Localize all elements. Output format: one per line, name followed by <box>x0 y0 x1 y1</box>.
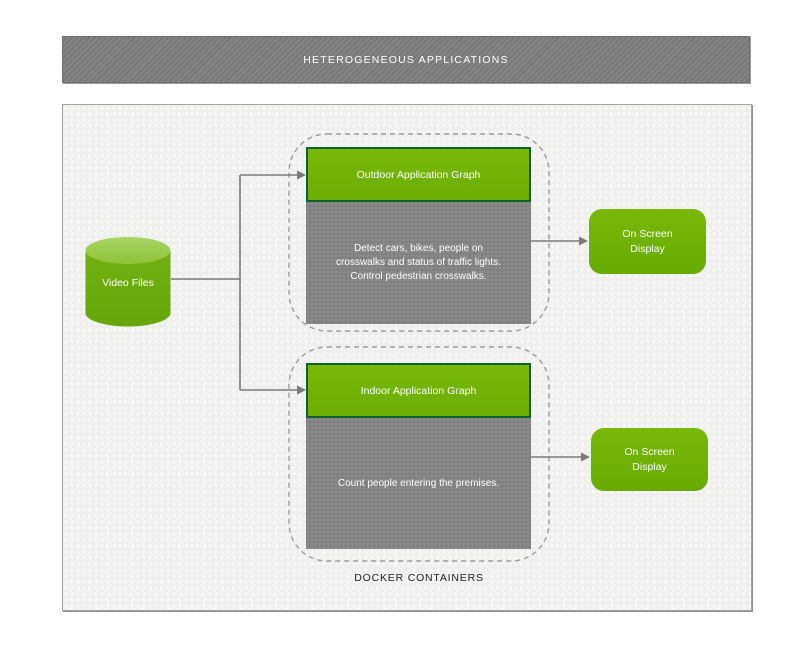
outdoor-app-header: Outdoor Application Graph <box>306 147 531 202</box>
arrowhead-to-osd-indoor <box>581 452 590 462</box>
diagram-panel: Video Files Outdoor Application Graph De… <box>62 104 752 611</box>
title-bar: HETEROGENEOUS APPLICATIONS <box>62 36 750 83</box>
outdoor-app-description: Detect cars, bikes, people on crosswalks… <box>306 202 531 324</box>
indoor-desc-line: Count people entering the premises. <box>337 477 500 489</box>
outdoor-desc-line: crosswalks and status of traffic lights. <box>336 257 501 268</box>
osd-outdoor-label: On Screen Display <box>622 227 673 255</box>
arrowhead-to-osd-outdoor <box>579 236 588 246</box>
outdoor-app-title: Outdoor Application Graph <box>356 168 481 181</box>
osd-node-outdoor: On Screen Display <box>589 209 706 274</box>
outdoor-desc-line: Detect cars, bikes, people on <box>354 243 483 254</box>
indoor-app-title: Indoor Application Graph <box>360 384 477 397</box>
indoor-app-card: Indoor Application Graph Count people en… <box>306 363 531 549</box>
indoor-app-description: Count people entering the premises. <box>306 418 531 549</box>
outdoor-desc-line: Control pedestrian crosswalks. <box>350 271 487 282</box>
osd-node-indoor: On Screen Display <box>591 428 708 491</box>
osd-indoor-label: On Screen Display <box>624 445 675 473</box>
docker-containers-caption: DOCKER CONTAINERS <box>354 572 484 584</box>
video-files-node: Video Files <box>85 236 171 328</box>
title-bar-label: HETEROGENEOUS APPLICATIONS <box>303 53 509 66</box>
indoor-app-header: Indoor Application Graph <box>306 363 531 418</box>
cylinder-shape <box>85 237 171 327</box>
video-files-label: Video Files <box>102 277 154 289</box>
arrowhead-to-outdoor <box>297 170 306 180</box>
arrowhead-to-indoor <box>297 385 306 395</box>
outdoor-app-card: Outdoor Application Graph Detect cars, b… <box>306 147 531 324</box>
